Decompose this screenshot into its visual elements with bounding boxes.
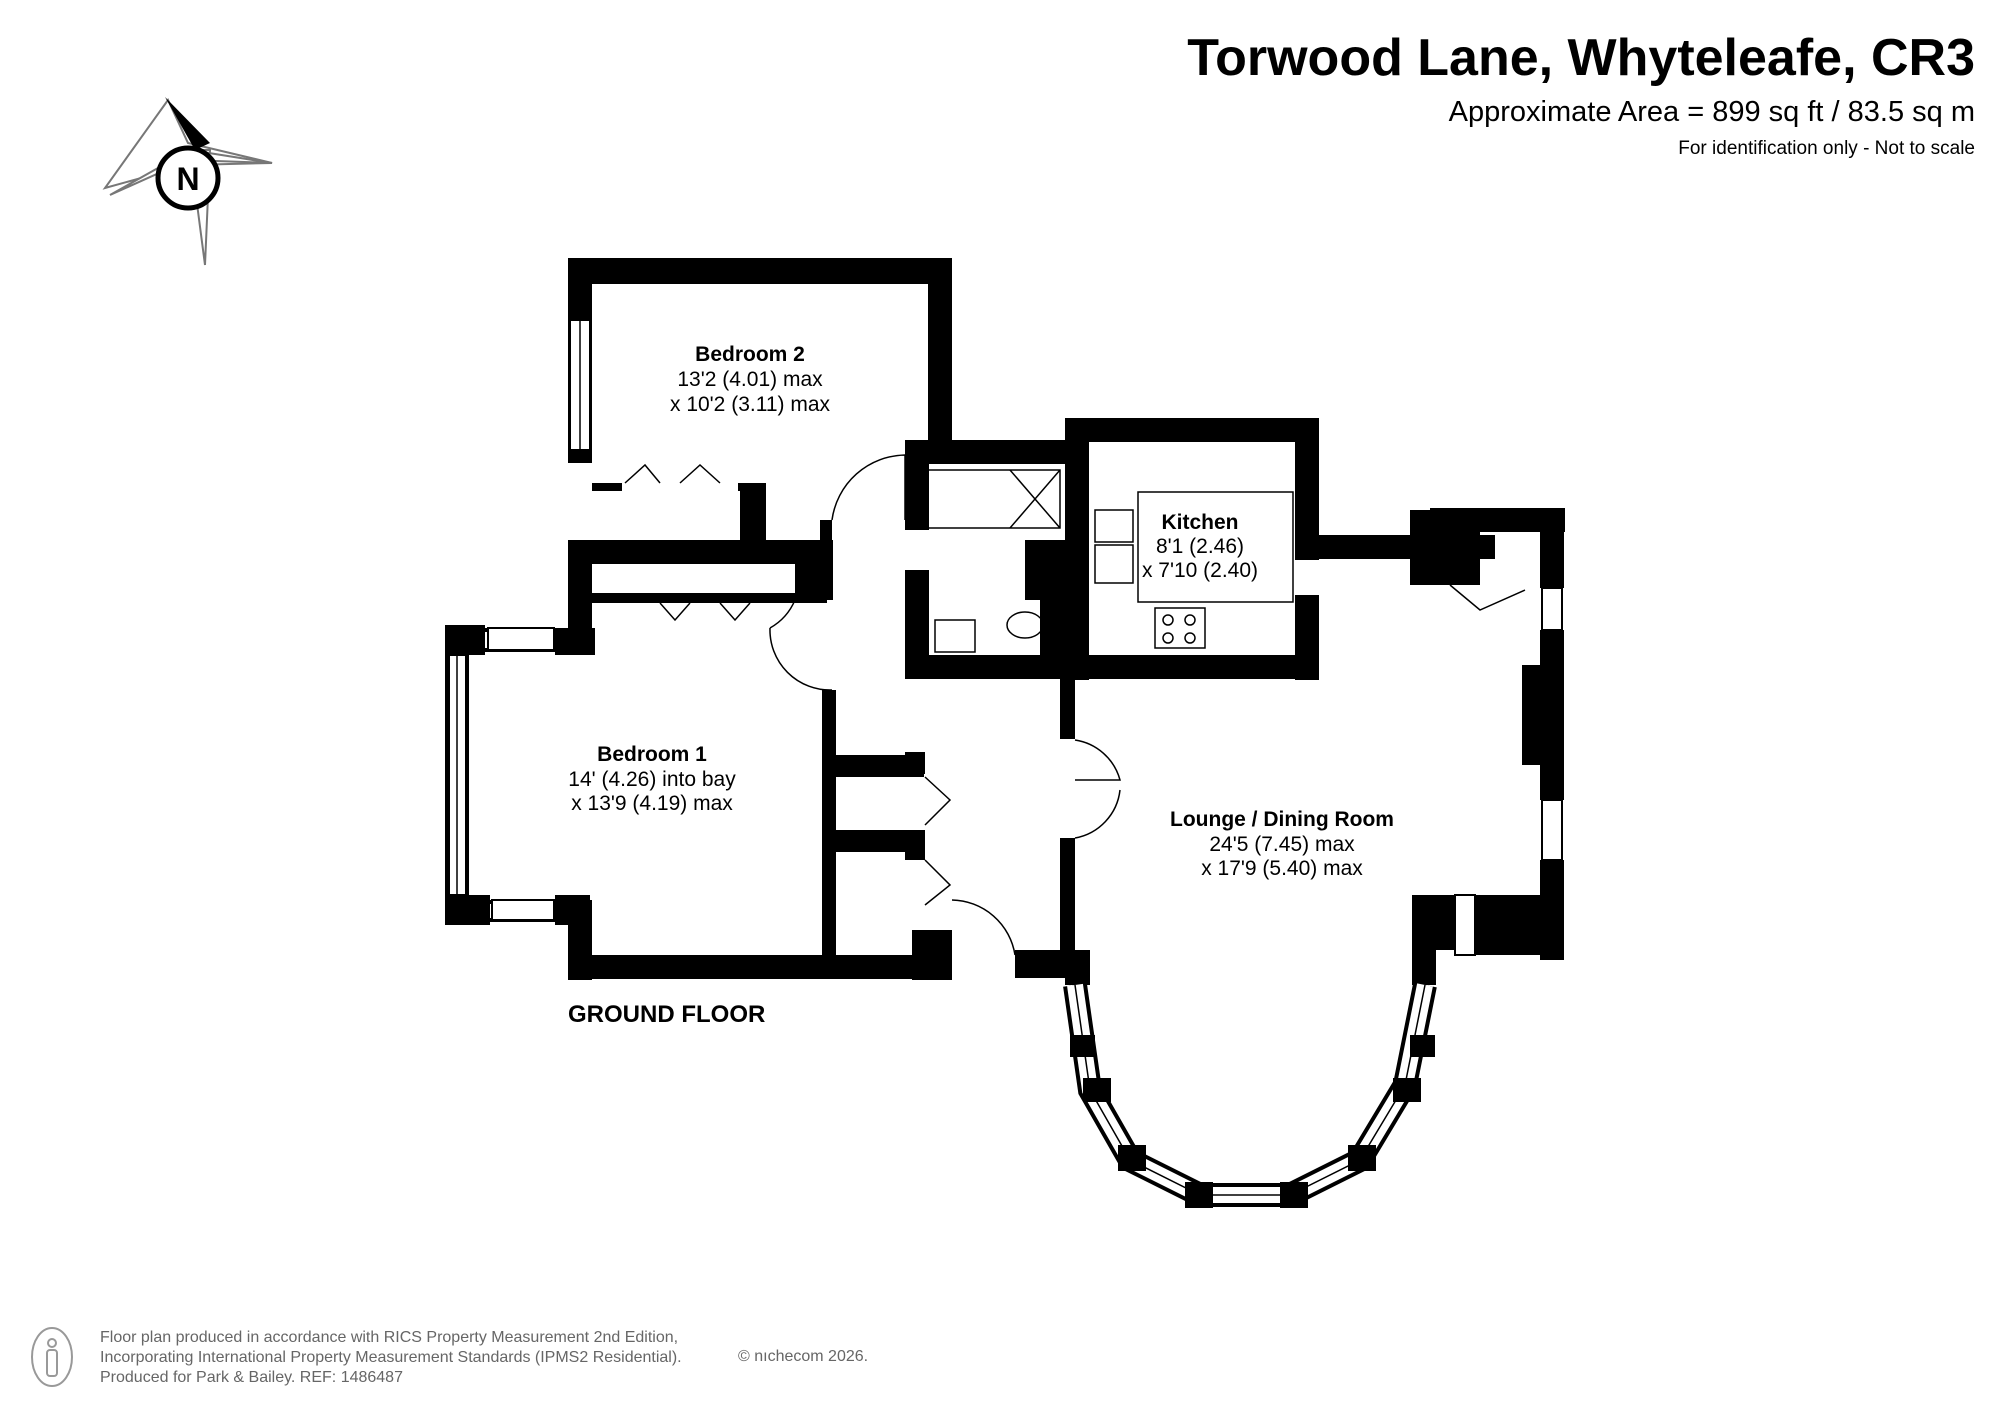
footer-line2: Incorporating International Property Mea…: [100, 1349, 682, 1366]
doors: [624, 454, 1526, 956]
disclaimer-note: For identification only - Not to scale: [1678, 138, 1975, 159]
approximate-area: Approximate Area = 899 sq ft / 83.5 sq m: [1448, 96, 1975, 128]
bathtub-icon: [919, 469, 1061, 529]
bedroom1-dim1: 14' (4.26) into bay: [568, 768, 736, 791]
walls: [445, 258, 1565, 985]
footer-line1: Floor plan produced in accordance with R…: [100, 1329, 679, 1346]
compass-icon: N: [102, 97, 273, 266]
sink-icon: [1094, 509, 1134, 543]
kitchen-name: Kitchen: [1161, 511, 1238, 534]
footer-text: Floor plan produced in accordance with R…: [100, 1328, 682, 1388]
bay-window: [1063, 982, 1437, 1208]
copyright: © nıchecom 2026.: [738, 1348, 869, 1365]
hob-icon: [1154, 607, 1206, 649]
compass-north-label: N: [176, 161, 199, 197]
lounge-dim2: x 17'9 (5.40) max: [1201, 857, 1363, 880]
bedroom1-name: Bedroom 1: [597, 743, 707, 766]
windows: [448, 319, 1563, 956]
toilet-icon: [1006, 611, 1044, 639]
bedroom2-dim1: 13'2 (4.01) max: [677, 368, 823, 391]
kitchen-dim2: x 7'10 (2.40): [1142, 559, 1258, 582]
drainer-icon: [1094, 544, 1134, 584]
bedroom2-name: Bedroom 2: [695, 343, 805, 366]
floor-label: GROUND FLOOR: [568, 1001, 765, 1028]
kitchen-dim1: 8'1 (2.46): [1156, 535, 1244, 558]
property-title: Torwood Lane, Whyteleafe, CR3: [1187, 29, 1975, 87]
basin-icon: [934, 619, 976, 653]
lounge-name: Lounge / Dining Room: [1170, 808, 1394, 831]
bedroom1-dim2: x 13'9 (4.19) max: [571, 792, 733, 815]
fixtures: [919, 469, 1294, 653]
person-icon: [31, 1327, 73, 1387]
footer-line3: Produced for Park & Bailey. REF: 1486487: [100, 1369, 403, 1386]
bedroom2-dim2: x 10'2 (3.11) max: [670, 393, 831, 416]
lounge-dim1: 24'5 (7.45) max: [1209, 833, 1355, 856]
